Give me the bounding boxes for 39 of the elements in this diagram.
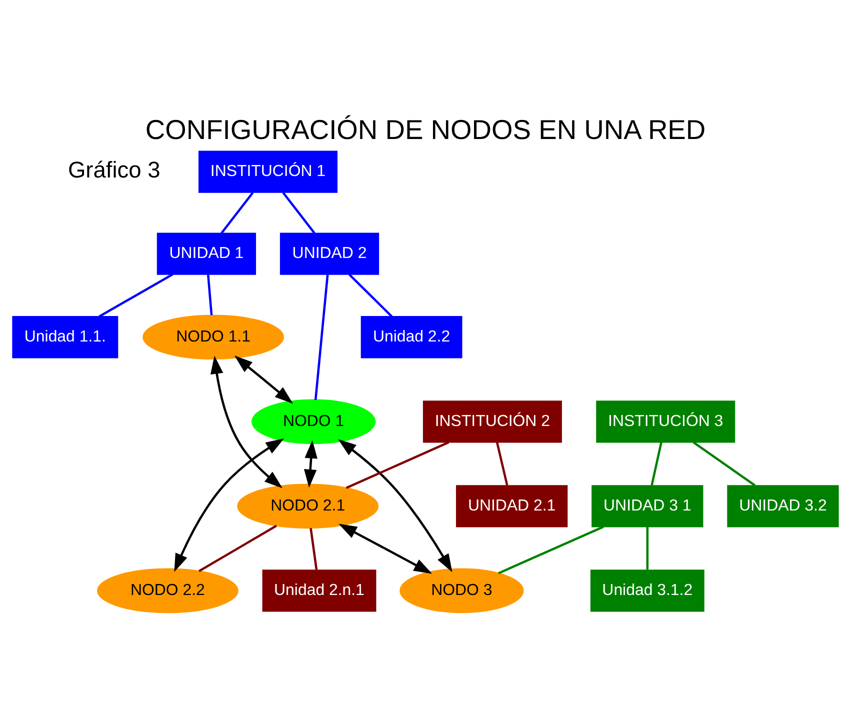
node-ellipse: NODO 2.1 xyxy=(237,484,379,529)
node-box: Unidad 1.1. xyxy=(12,316,118,358)
arrow xyxy=(338,524,432,574)
arrow xyxy=(338,439,452,572)
connector xyxy=(650,442,662,486)
connector xyxy=(646,526,649,570)
arrow xyxy=(234,356,293,404)
connector xyxy=(498,526,604,574)
connector xyxy=(692,441,756,486)
arrow xyxy=(174,438,284,572)
connector xyxy=(310,528,318,570)
node-ellipse: NODO 1 xyxy=(251,399,376,444)
connector xyxy=(496,442,508,486)
node-box: INSTITUCIÓN 1 xyxy=(198,150,338,193)
arrow xyxy=(210,356,283,488)
node-ellipse: NODO 1.1 xyxy=(142,314,284,360)
diagram-title: CONFIGURACIÓN DE NODOS EN UNA RED xyxy=(145,114,706,145)
connector xyxy=(348,274,393,318)
connector xyxy=(346,441,450,489)
node-box: Unidad 3.1.2 xyxy=(590,570,704,612)
arrow xyxy=(304,440,318,488)
node-box: UNIDAD 2.1 xyxy=(456,485,568,528)
node-box: Unidad 2.n.1 xyxy=(262,570,376,612)
node-box: UNIDAD 3.2 xyxy=(727,485,839,528)
node-box: Unidad 2.2 xyxy=(360,316,462,358)
node-ellipse: NODO 2.2 xyxy=(97,568,238,614)
node-box: UNIDAD 1 xyxy=(156,232,256,275)
node-box: UNIDAD 3 1 xyxy=(592,485,704,528)
connector xyxy=(206,274,213,316)
connector xyxy=(220,192,254,234)
node-box: INSTITUCIÓN 2 xyxy=(422,400,562,443)
connector xyxy=(198,524,277,572)
node-box: INSTITUCIÓN 3 xyxy=(596,400,736,443)
connector xyxy=(282,192,316,234)
node-box: UNIDAD 2 xyxy=(280,232,380,275)
connector xyxy=(314,274,329,400)
node-ellipse: NODO 3 xyxy=(400,568,524,614)
connector xyxy=(98,273,174,318)
label: Gráfico 3 xyxy=(68,156,160,182)
